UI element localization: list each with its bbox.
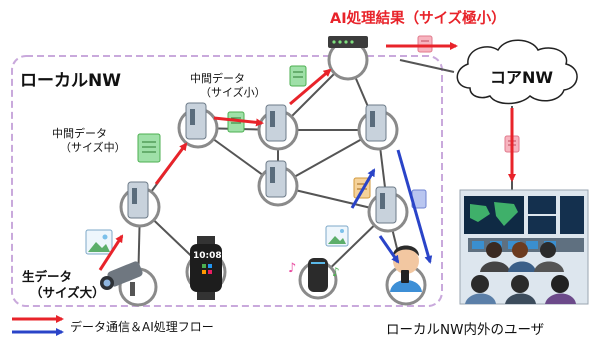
core-network-cloud (456, 39, 578, 105)
intermediate-data-medium-icon (137, 133, 161, 163)
gateway-router (327, 36, 369, 81)
intermediate-data-small-icon-2 (289, 65, 307, 87)
image-data-icon (85, 229, 113, 255)
camera-device (100, 261, 158, 307)
image-data-icon-2 (325, 225, 349, 247)
operations-room-users (459, 189, 589, 305)
mid-data-small-label: 中間データ (190, 72, 245, 85)
smartwatch-device (185, 236, 227, 300)
watch-time: 10:08 (193, 251, 222, 261)
blue-flow-arrows (350, 149, 433, 264)
core-network-label: コアNW (490, 68, 554, 87)
svg-text:♪: ♪ (288, 261, 296, 276)
edge-node-5 (257, 160, 299, 207)
red-flow-arrows (98, 42, 516, 271)
users-label: ローカルNW内外のユーザ (386, 322, 545, 338)
result-packet-top (417, 35, 433, 53)
edge-node-6 (367, 186, 409, 233)
edge-node-1 (119, 181, 161, 228)
mid-data-medium-label: 中間データ (52, 127, 107, 140)
legend-arrows (12, 315, 64, 336)
edge-node-3 (257, 104, 299, 151)
intermediate-data-small-icon-1 (227, 111, 245, 133)
smartphone-user (385, 245, 427, 306)
raw-data-size: （サイズ大） (30, 285, 105, 300)
smart-speaker-device: ♪ ♪ (288, 258, 340, 300)
local-network-boundary (11, 55, 443, 307)
local-network-label: ローカルNW (20, 71, 121, 91)
mid-data-medium-size: （サイズ中） (60, 141, 126, 154)
ai-result-title: AI処理結果（サイズ極小） (330, 11, 506, 27)
mid-data-small-size: （サイズ小） (200, 86, 266, 99)
edge-node-4 (357, 104, 399, 151)
legend-label: データ通信＆AI処理フロー (70, 320, 214, 334)
svg-text:♪: ♪ (332, 265, 340, 279)
edge-node-2 (177, 102, 219, 149)
raw-data-label: 生データ (22, 269, 73, 284)
